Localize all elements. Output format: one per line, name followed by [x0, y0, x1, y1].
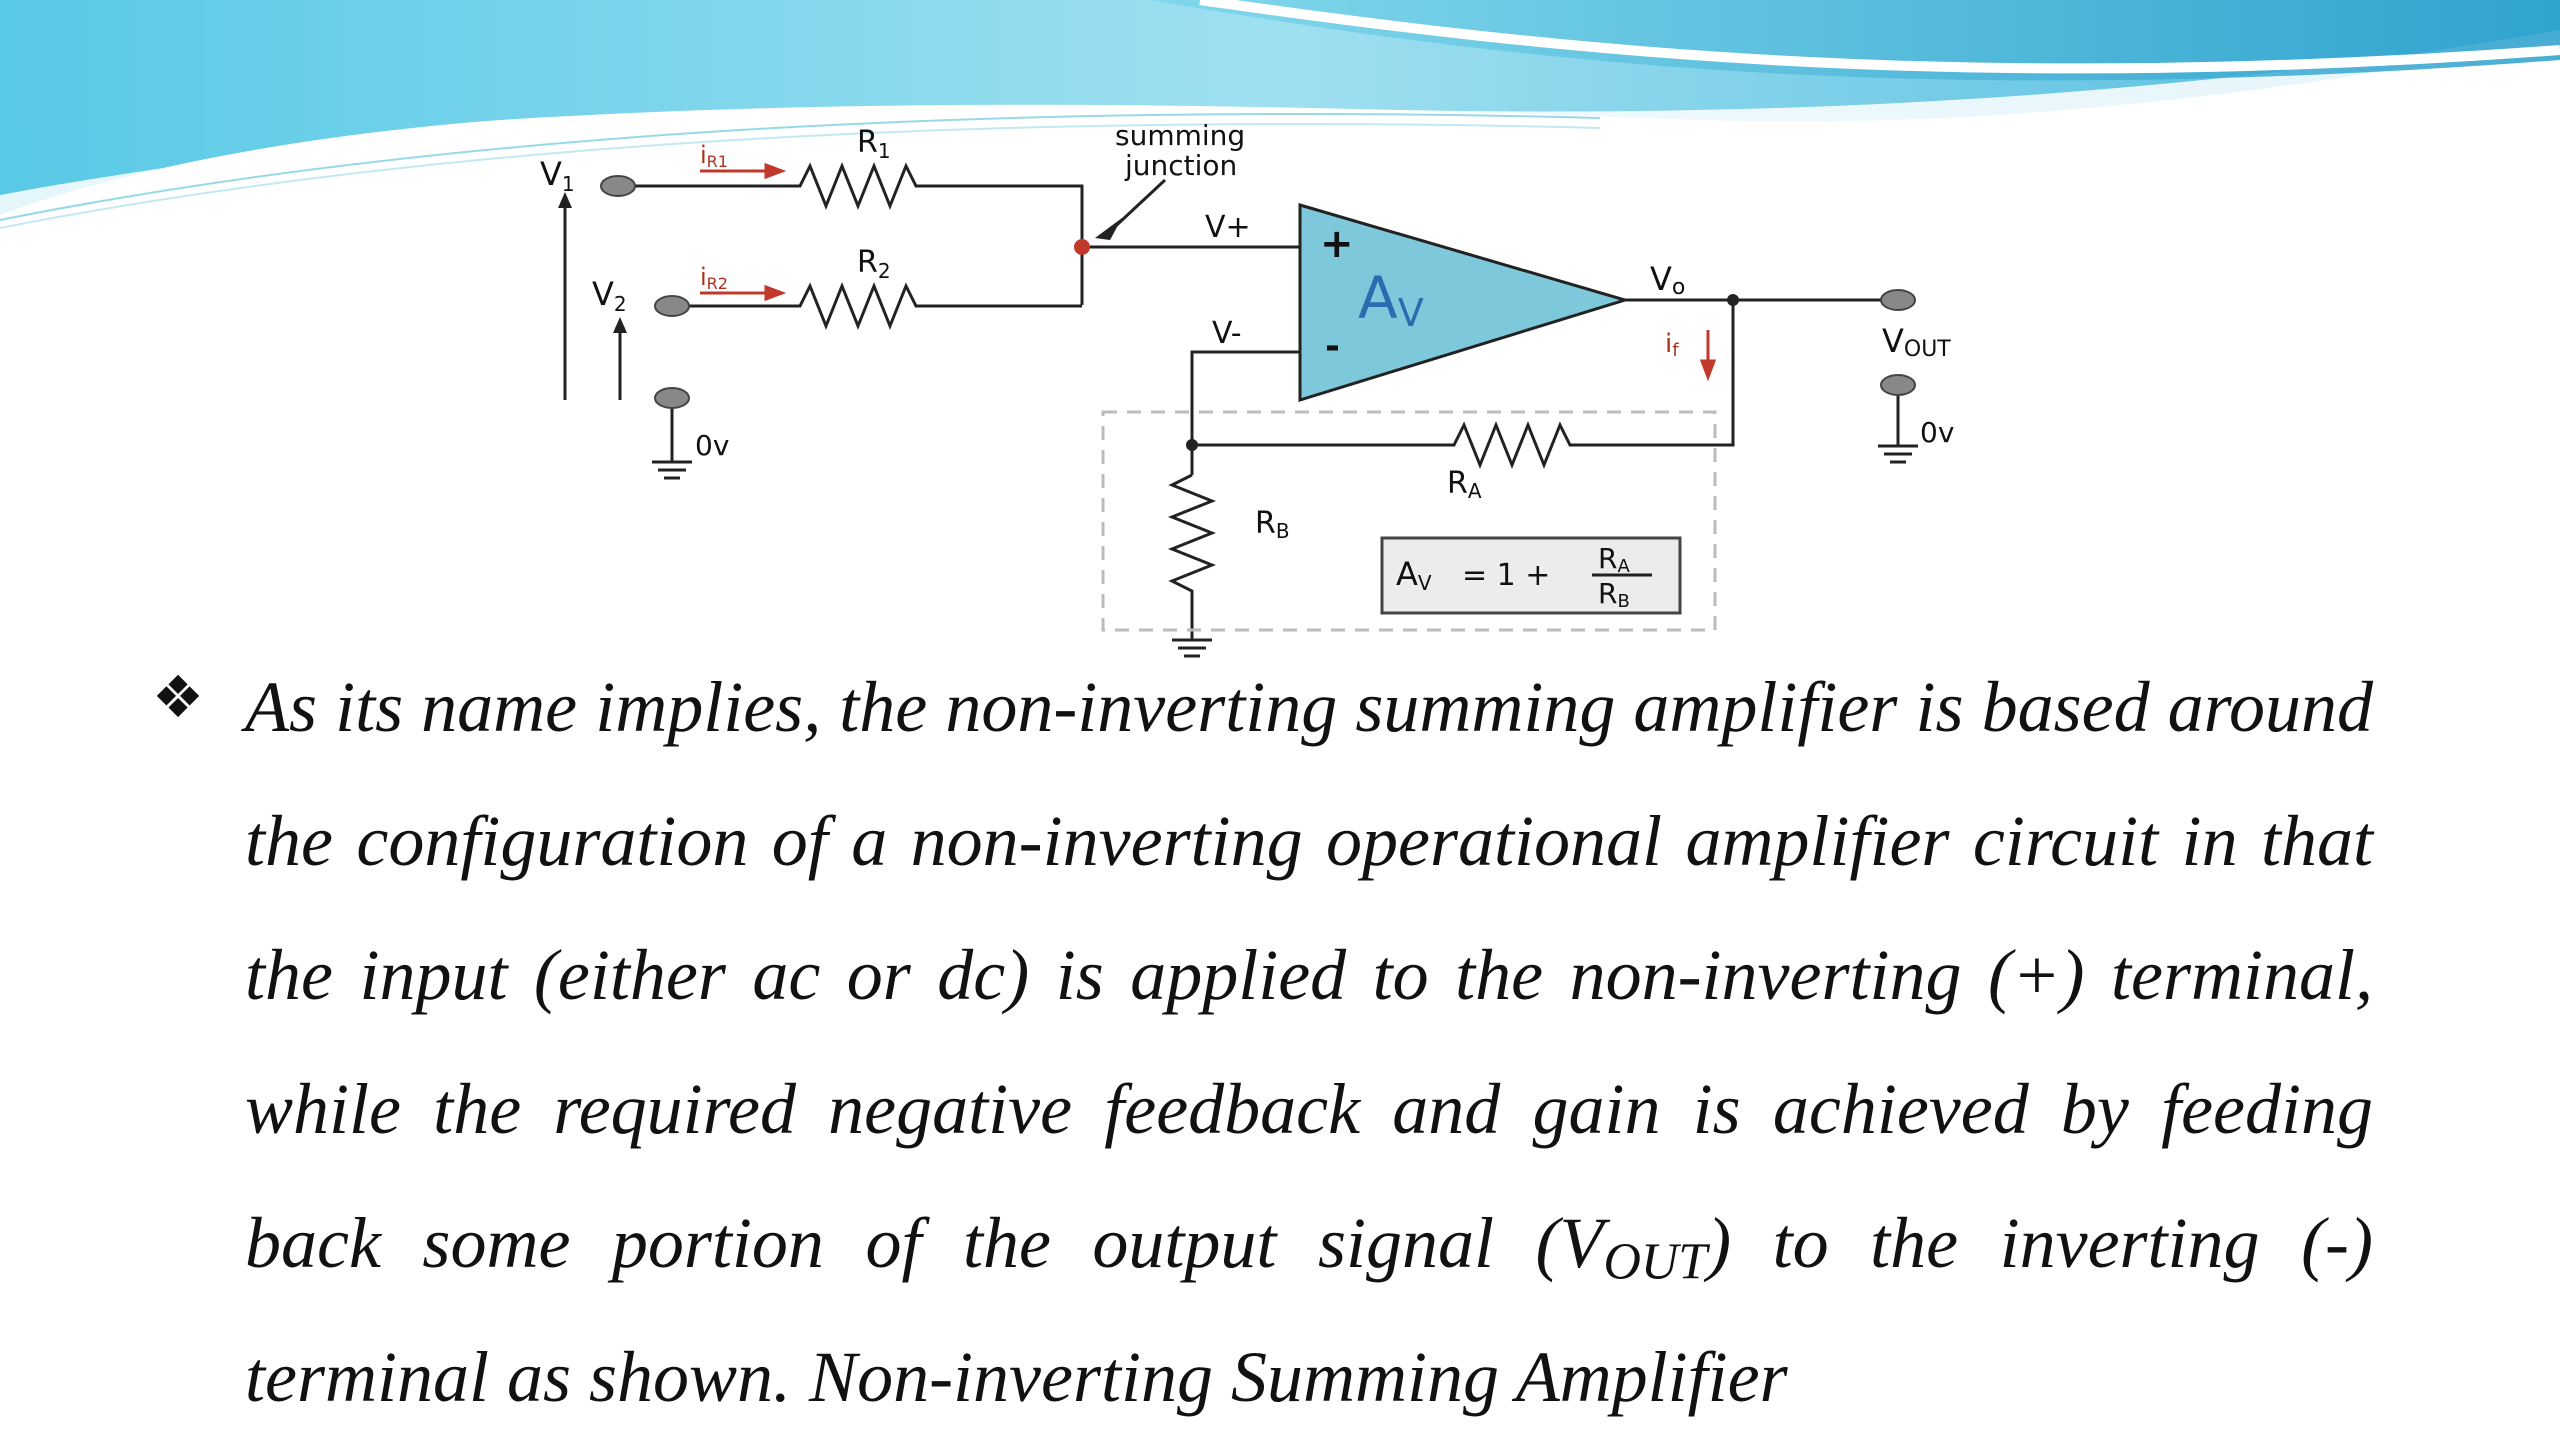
label-ground-left: 0v — [695, 429, 729, 462]
paragraph-text-part-1: As its name implies, the non-inverting s… — [245, 667, 2373, 1283]
paragraph-text-part-2: ) to the inverting (-) terminal as shown… — [245, 1203, 2373, 1417]
header-wave-decoration — [0, 0, 2560, 229]
opamp-gain-label: AV — [1358, 264, 1424, 335]
label-r2: R2 — [857, 245, 891, 283]
label-ground-right: 0v — [1920, 416, 1954, 449]
summing-amplifier-circuit: V1 V2 iR1 iR2 R1 R2 summing junction V+ … — [540, 119, 1954, 658]
label-v1: V1 — [540, 155, 575, 196]
opamp-plus-sign: + — [1320, 221, 1354, 267]
label-summing-junction-1: summing — [1115, 119, 1245, 152]
formula-lhs: AV — [1396, 555, 1432, 595]
formula-numerator: RA — [1598, 542, 1630, 577]
label-summing-junction-2: junction — [1124, 149, 1237, 182]
label-v-minus: V- — [1212, 316, 1242, 351]
label-v2: V2 — [592, 275, 627, 316]
label-ir1: iR1 — [700, 141, 728, 171]
formula-equals: = 1 + — [1462, 558, 1550, 593]
label-vo: Vo — [1650, 260, 1685, 300]
label-if: if — [1665, 329, 1679, 361]
bullet-icon: ❖ — [152, 663, 204, 731]
label-vout: VOUT — [1882, 322, 1951, 362]
label-rb: RB — [1255, 506, 1290, 543]
opamp-minus-sign: - — [1325, 326, 1340, 367]
label-ra: RA — [1447, 466, 1482, 503]
formula-denominator: RB — [1598, 577, 1630, 612]
paragraph-subscript-out: OUT — [1603, 1233, 1708, 1291]
label-ir2: iR2 — [700, 263, 728, 293]
label-r1: R1 — [857, 125, 891, 163]
label-v-plus: V+ — [1205, 210, 1251, 245]
description-paragraph: As its name implies, the non-inverting s… — [245, 640, 2373, 1444]
